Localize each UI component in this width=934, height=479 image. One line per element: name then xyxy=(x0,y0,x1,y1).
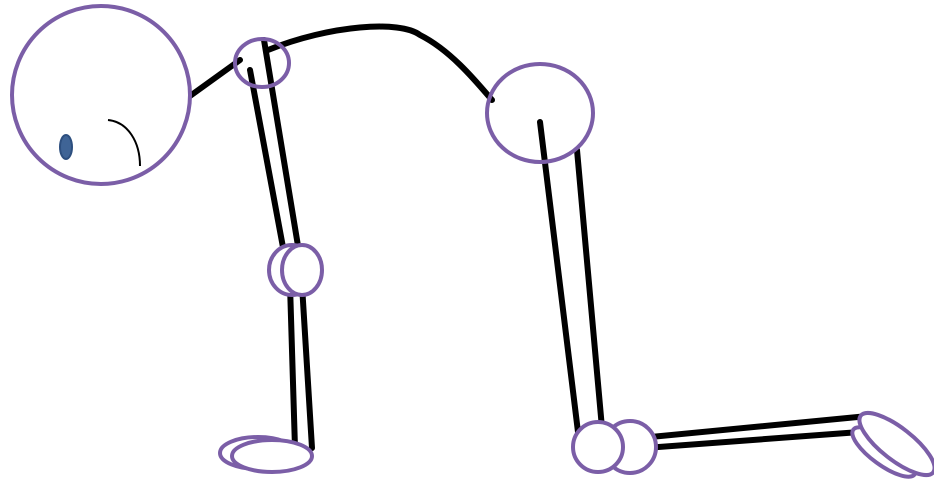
forearm-bone-back xyxy=(290,285,295,448)
hip-joint-icon xyxy=(487,64,593,162)
thigh-bone-right xyxy=(577,150,602,428)
upper-arm-bone-back xyxy=(250,70,285,258)
elbow-joint-icon-front xyxy=(282,245,322,295)
upper-arm-bone-front xyxy=(264,40,300,258)
hand-icon-front xyxy=(232,440,312,472)
spine-curve xyxy=(268,27,492,100)
neck-line xyxy=(190,60,240,96)
thigh-bone-left xyxy=(540,122,578,432)
head-icon xyxy=(12,6,190,184)
knee-joint-icon xyxy=(573,422,623,472)
eye-icon xyxy=(60,135,72,159)
forearm-bone-front xyxy=(302,285,312,448)
